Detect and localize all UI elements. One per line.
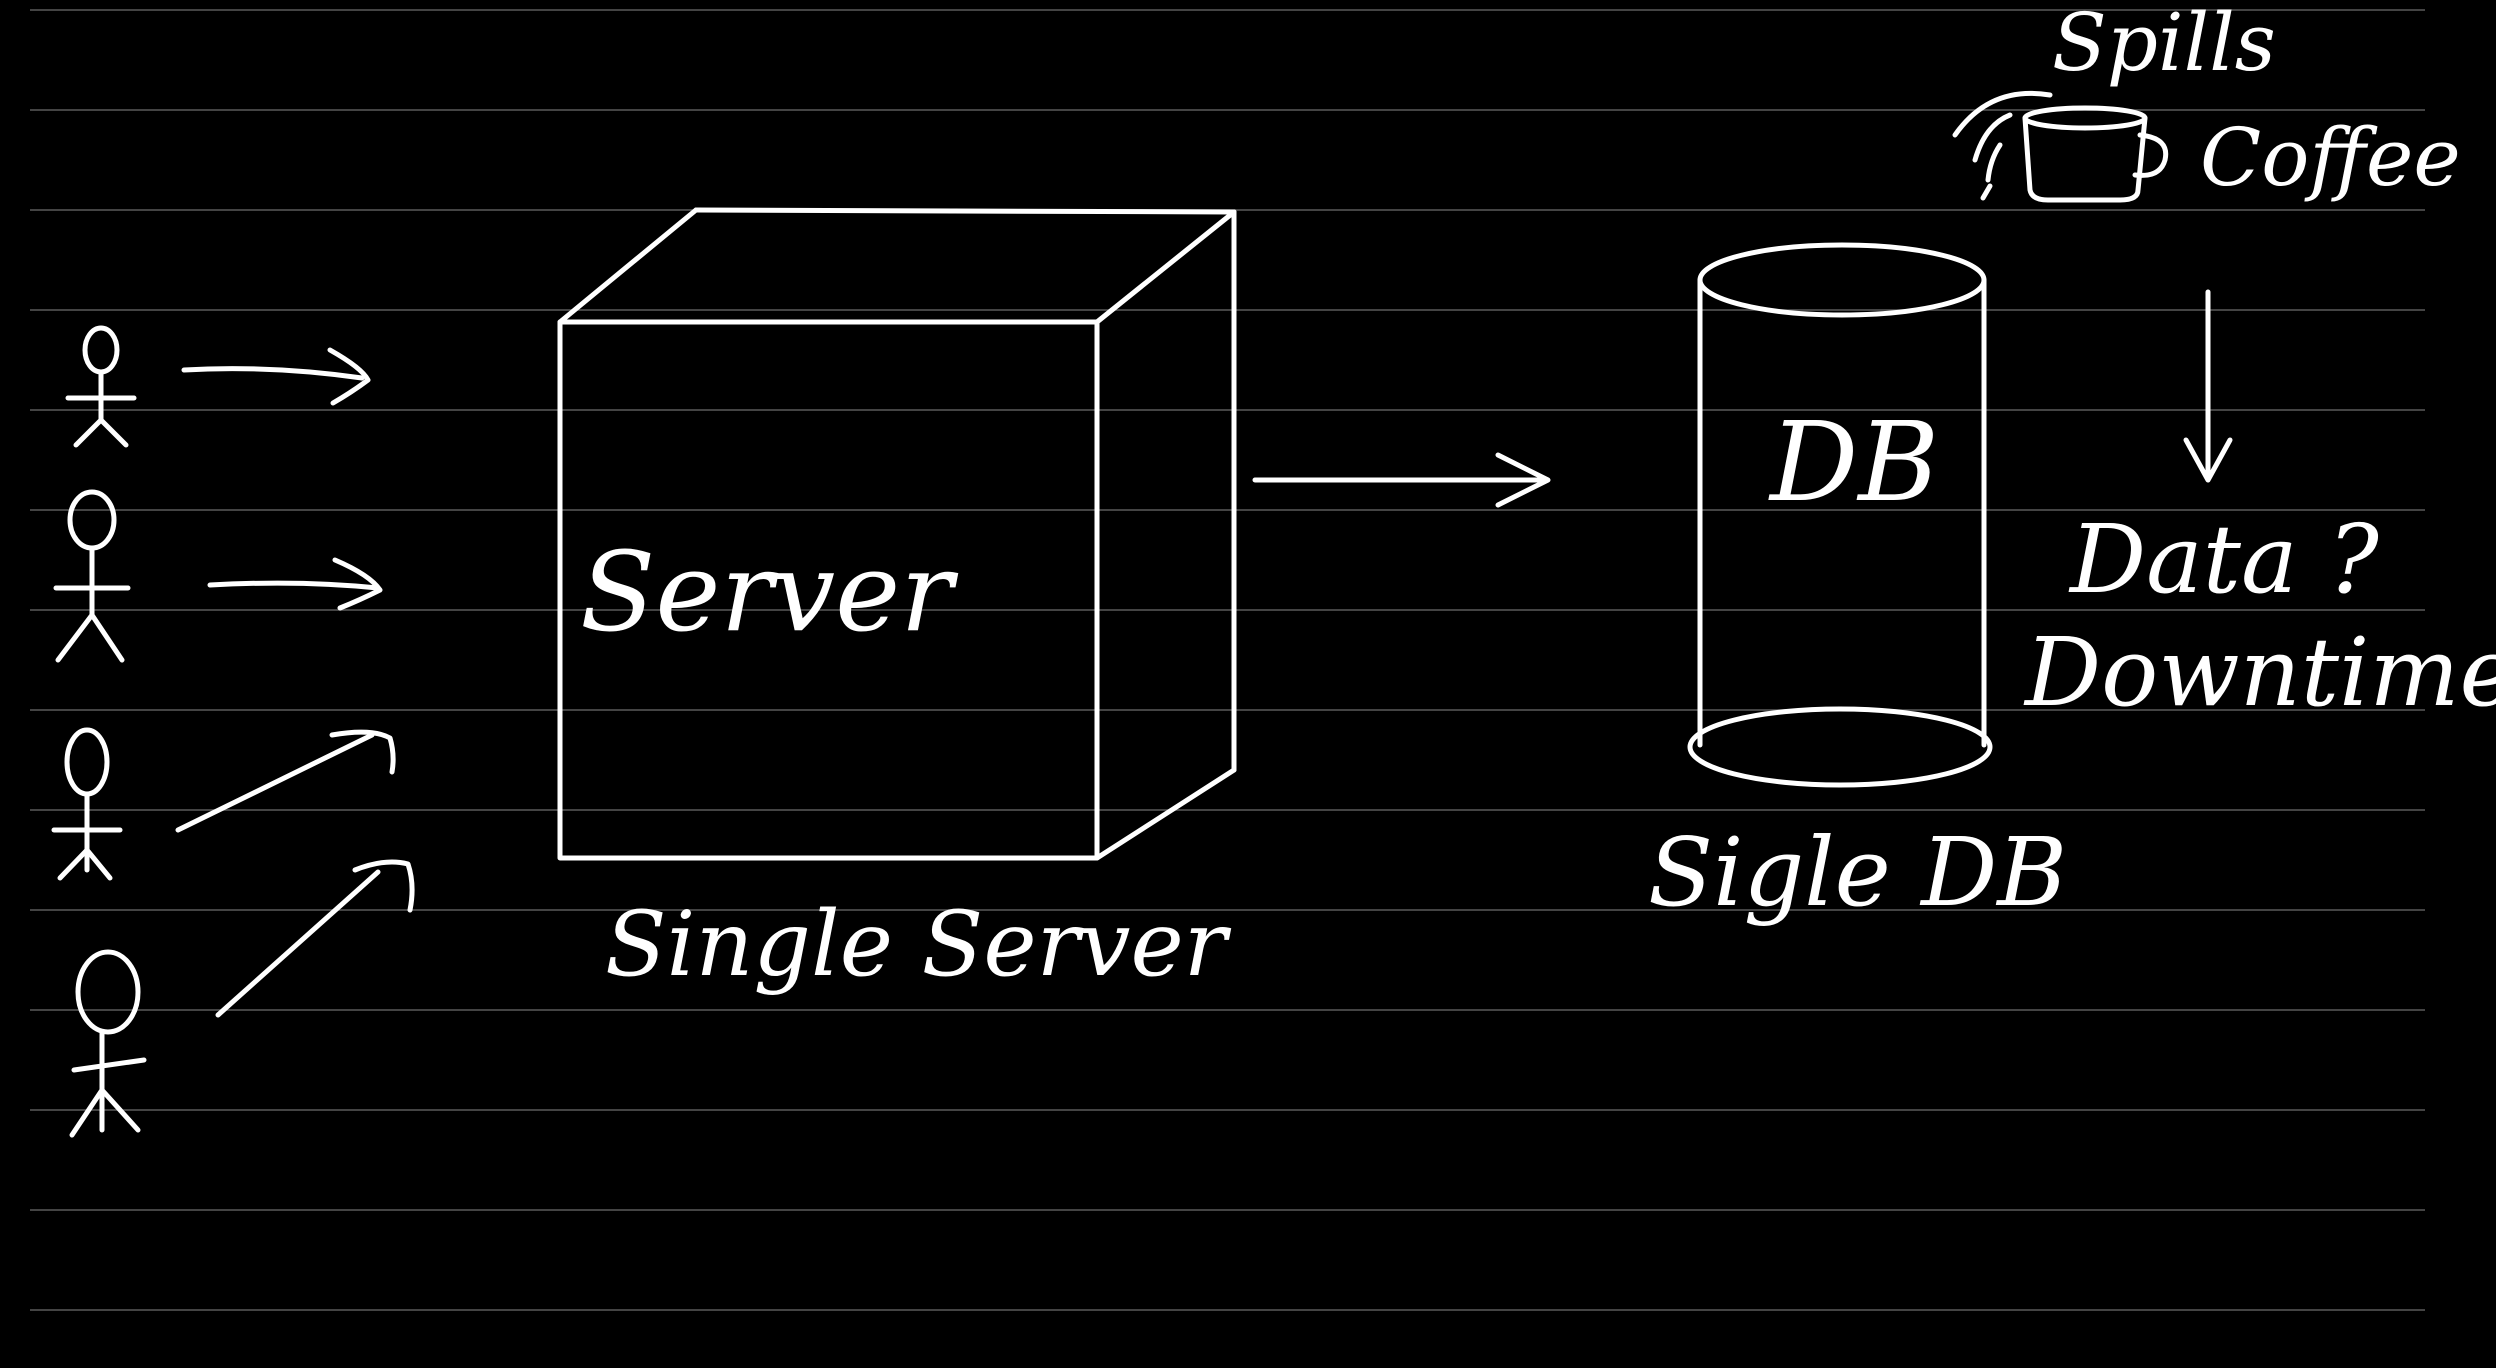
user-3-arrow — [175, 729, 396, 833]
user-1-stick-figure-icon — [65, 325, 137, 448]
user-4-arrow — [215, 859, 415, 1018]
note-coffee-label: Coffee — [2200, 111, 2461, 204]
note-spills-label: Spills — [2052, 0, 2276, 89]
user-2-arrow — [207, 557, 383, 611]
note-down-arrow — [2183, 289, 2233, 483]
coffee-cup-icon — [1952, 90, 2169, 203]
server-caption: Single Server — [605, 892, 1232, 997]
user-4-stick-figure-icon — [69, 949, 147, 1138]
user-1-arrow — [181, 347, 371, 406]
rule-lines — [30, 9, 2425, 1311]
note-downtime-question: Downtime? — [2023, 618, 2496, 728]
server-to-db-arrow — [1252, 452, 1551, 508]
user-2-stick-figure-icon — [53, 489, 131, 663]
note-data-question: Data ? — [2068, 505, 2380, 615]
db-inner-label: DB — [1768, 398, 1939, 526]
user-3-stick-figure-icon — [51, 727, 123, 881]
db-caption: Sigle DB — [1648, 818, 2067, 928]
database-cylinder-icon — [1687, 242, 1993, 788]
server-inner-label: Server — [580, 528, 959, 656]
server-cube — [557, 207, 1237, 861]
